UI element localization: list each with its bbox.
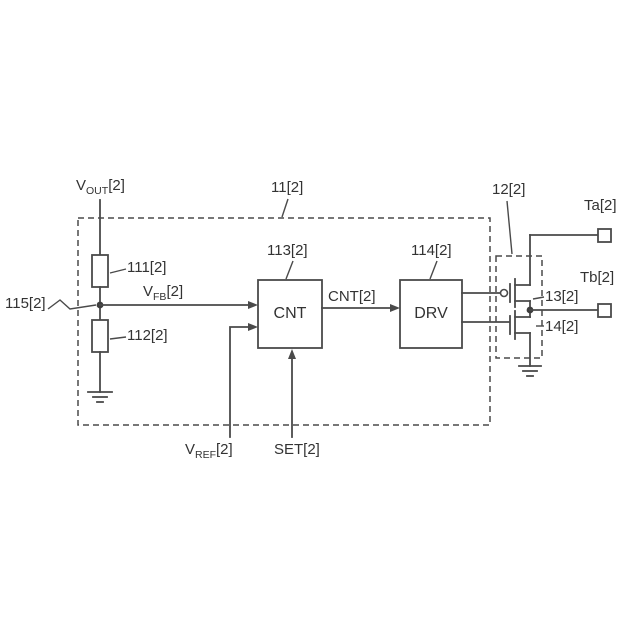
resistor-111	[91, 254, 127, 288]
cnt-block	[257, 260, 323, 349]
resistor-112-label: 112[2]	[127, 327, 168, 344]
drv-block	[399, 260, 463, 349]
terminal-ta	[597, 228, 612, 243]
vfb-label: VFB[2]	[143, 283, 184, 303]
terminal-tb	[597, 303, 612, 318]
set-arrow	[288, 349, 296, 438]
cnt-box-label: CNT	[273, 305, 307, 322]
cnt-signal-arrow	[321, 304, 400, 312]
output-wires	[526, 234, 599, 314]
terminal-tb-label: Tb[2]	[580, 269, 615, 286]
fet-14-label: 14[2]	[545, 318, 579, 335]
block-12-label: 12[2]	[492, 181, 526, 198]
set-label: SET[2]	[274, 441, 320, 458]
block-12-outline	[495, 200, 543, 359]
cnt-signal-label: CNT[2]	[328, 288, 376, 305]
pmos-13	[509, 234, 545, 311]
vfb-arrow	[99, 301, 258, 309]
drv-block-ref-label: 114[2]	[411, 242, 452, 259]
resistor-111-label: 111[2]	[127, 259, 167, 276]
drv-box-label: DRV	[414, 305, 448, 322]
vref-arrow	[229, 323, 258, 438]
node-115-label: 115[2]	[5, 295, 46, 312]
resistor-112	[91, 319, 127, 353]
vout-label: VOUT[2]	[76, 177, 125, 197]
ground-icon-right	[518, 365, 542, 377]
divider-node-115	[47, 286, 104, 321]
ground-icon-left	[87, 351, 113, 403]
cnt-block-ref-label: 113[2]	[267, 242, 308, 259]
block-11-label: 11[2]	[271, 179, 304, 196]
terminal-ta-label: Ta[2]	[584, 197, 617, 214]
nmos-14	[509, 309, 544, 367]
vref-label: VREF[2]	[185, 441, 233, 461]
gate-wires	[461, 288, 510, 323]
fet-13-label: 13[2]	[545, 288, 579, 305]
